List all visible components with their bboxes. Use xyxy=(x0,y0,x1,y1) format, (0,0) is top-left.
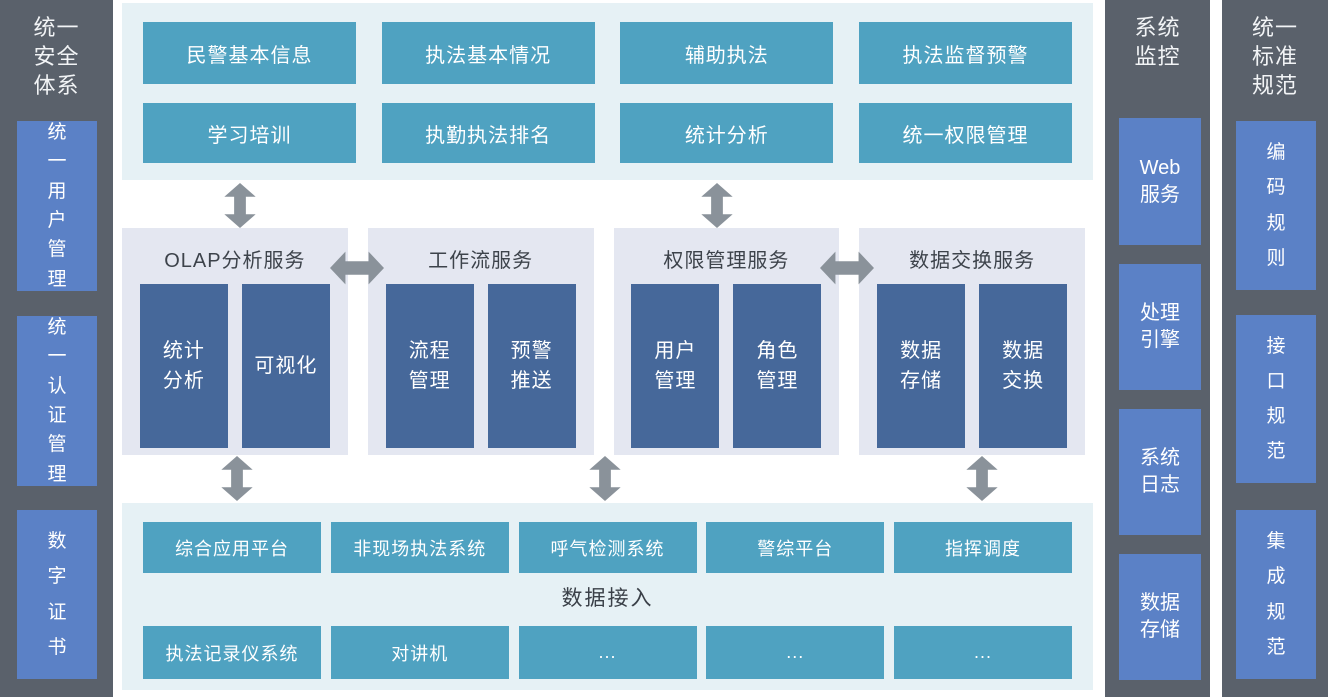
standard-sidebar-title: 统一 标准 规范 xyxy=(1251,15,1298,99)
service-module: 数据 交换 xyxy=(979,284,1068,448)
application-layer: 民警基本信息 执法基本情况 辅助执法 执法监督预警 学习培训 执勤执法排名 统计… xyxy=(122,3,1093,180)
service-panel-title: 权限管理服务 xyxy=(663,250,790,272)
service-module: 流程 管理 xyxy=(385,284,474,448)
vertical-arrow-icon xyxy=(700,183,734,228)
monitor-item-data-storage: 数据 存储 xyxy=(1119,554,1201,680)
service-module: 角色 管理 xyxy=(733,284,822,448)
standard-item-label: 集成规范 xyxy=(1266,531,1286,658)
app-button-permission-management: 统一权限管理 xyxy=(858,103,1072,163)
monitor-item-processing-engine: 处理 引擎 xyxy=(1119,264,1201,390)
access-button-police-platform: 警综平台 xyxy=(706,522,885,573)
service-panel-data-exchange: 数据交换服务 数据 存储 数据 交换 xyxy=(859,228,1085,455)
standard-item-integration-spec: 集成规范 xyxy=(1236,510,1316,679)
data-access-layer: 综合应用平台 非现场执法系统 呼气检测系统 警综平台 指挥调度 数据接入 执法记… xyxy=(122,503,1093,690)
monitor-item-label: 处理 引擎 xyxy=(1140,302,1180,351)
service-module: 可视化 xyxy=(241,284,330,448)
vertical-arrow-icon xyxy=(220,456,254,501)
app-button-enforcement-basic: 执法基本情况 xyxy=(381,22,595,84)
service-panel-title: 数据交换服务 xyxy=(909,250,1036,272)
standard-item-interface-spec: 接口规范 xyxy=(1236,315,1316,483)
security-item-label: 统一用户管理 xyxy=(47,121,67,290)
service-panel-workflow: 工作流服务 流程 管理 预警 推送 xyxy=(367,228,594,455)
security-item-label: 数字证书 xyxy=(47,531,67,658)
service-module: 数据 存储 xyxy=(877,284,966,448)
security-item-label: 统一认证管理 xyxy=(47,316,67,485)
app-button-supervision-warning: 执法监督预警 xyxy=(858,22,1072,84)
access-button-integrated-platform: 综合应用平台 xyxy=(143,522,321,573)
vertical-arrow-icon xyxy=(588,456,622,501)
monitor-sidebar-title: 系统 监控 xyxy=(1134,15,1181,70)
standard-sidebar: 统一 标准 规范 编码规则 接口规范 集成规范 xyxy=(1222,0,1328,697)
application-row-1: 民警基本信息 执法基本情况 辅助执法 执法监督预警 xyxy=(122,22,1093,84)
access-button-offsite-enforcement: 非现场执法系统 xyxy=(330,522,509,573)
access-button-breath-test: 呼气检测系统 xyxy=(518,522,697,573)
security-sidebar-title: 统一 安全 体系 xyxy=(33,15,80,99)
vertical-arrow-icon xyxy=(965,456,999,501)
app-button-statistics-analysis: 统计分析 xyxy=(620,103,834,163)
device-button-ellipsis: ... xyxy=(518,626,697,679)
service-panel-olap: OLAP分析服务 统计 分析 可视化 xyxy=(122,228,348,455)
monitor-item-label: Web 服务 xyxy=(1139,156,1181,206)
app-button-learning-training: 学习培训 xyxy=(143,103,356,163)
service-module: 用户 管理 xyxy=(631,284,720,448)
access-button-command-dispatch: 指挥调度 xyxy=(894,522,1072,573)
monitor-item-system-log: 系统 日志 xyxy=(1119,409,1201,535)
standard-item-coding-rules: 编码规则 xyxy=(1236,121,1316,290)
device-button-ellipsis: ... xyxy=(894,626,1072,679)
access-row-devices: 执法记录仪系统 对讲机 ... ... ... xyxy=(122,626,1093,679)
monitor-item-label: 系统 日志 xyxy=(1140,447,1180,496)
horizontal-arrow-icon xyxy=(330,251,384,285)
monitor-item-label: 数据 存储 xyxy=(1140,592,1180,641)
access-row-systems: 综合应用平台 非现场执法系统 呼气检测系统 警综平台 指挥调度 xyxy=(122,522,1093,573)
device-button-body-camera: 执法记录仪系统 xyxy=(143,626,321,679)
data-access-label: 数据接入 xyxy=(561,587,654,610)
application-row-2: 学习培训 执勤执法排名 统计分析 统一权限管理 xyxy=(122,103,1093,163)
security-item-user-management: 统一用户管理 xyxy=(17,121,97,291)
device-button-ellipsis: ... xyxy=(706,626,885,679)
service-layer: OLAP分析服务 统计 分析 可视化 工作流服务 流程 管理 预警 推送 权限管… xyxy=(122,228,1085,455)
service-panel-title: OLAP分析服务 xyxy=(164,250,306,272)
device-button-intercom: 对讲机 xyxy=(330,626,509,679)
security-item-auth-management: 统一认证管理 xyxy=(17,316,97,486)
monitor-sidebar: 系统 监控 Web 服务 处理 引擎 系统 日志 数据 存储 xyxy=(1105,0,1210,697)
security-item-digital-certificate: 数字证书 xyxy=(17,510,97,679)
app-button-police-basic-info: 民警基本信息 xyxy=(143,22,356,84)
security-sidebar: 统一 安全 体系 统一用户管理 统一认证管理 数字证书 xyxy=(0,0,113,697)
vertical-arrow-icon xyxy=(223,183,257,228)
service-panel-title: 工作流服务 xyxy=(428,250,534,272)
standard-item-label: 接口规范 xyxy=(1266,335,1286,463)
standard-item-label: 编码规则 xyxy=(1266,142,1286,269)
service-panel-permission: 权限管理服务 用户 管理 角色 管理 xyxy=(613,228,840,455)
app-button-assist-enforcement: 辅助执法 xyxy=(620,22,834,84)
horizontal-arrow-icon xyxy=(820,251,874,285)
service-module: 统计 分析 xyxy=(139,284,228,448)
monitor-item-web-service: Web 服务 xyxy=(1119,118,1201,245)
service-module: 预警 推送 xyxy=(487,284,576,448)
app-button-duty-ranking: 执勤执法排名 xyxy=(381,103,595,163)
